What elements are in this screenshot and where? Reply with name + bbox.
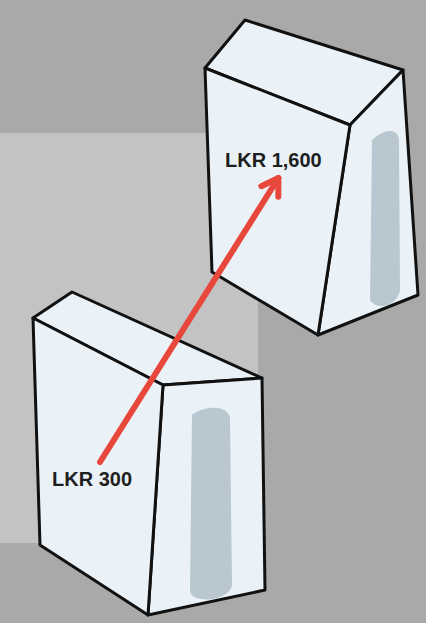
- arrow-connector: [100, 178, 278, 462]
- tower-box-bottom: [33, 292, 265, 615]
- price-text: LKR 300: [52, 468, 132, 490]
- price-text: LKR 1,600: [225, 149, 322, 171]
- price-label-box: LKR 1,600: [221, 147, 326, 174]
- price-label-box: LKR 300: [48, 466, 136, 493]
- tower-box-top: [205, 20, 418, 335]
